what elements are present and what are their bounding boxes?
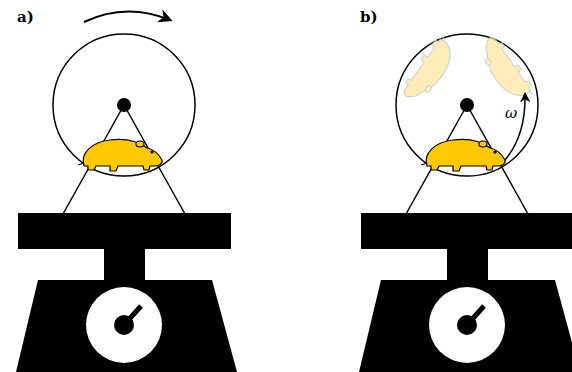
hub xyxy=(117,98,131,112)
needle-pivot xyxy=(457,315,477,335)
scale-platform xyxy=(361,213,572,249)
hub xyxy=(460,98,474,112)
panel-a xyxy=(16,11,237,372)
panel-b xyxy=(359,33,572,372)
rotation-arrow xyxy=(84,11,170,22)
scale-dial xyxy=(86,287,162,363)
hamster xyxy=(78,139,162,171)
wheel xyxy=(396,34,538,176)
scale-base xyxy=(359,280,572,372)
wheel xyxy=(53,34,195,176)
scale-column xyxy=(104,248,145,281)
scale-base xyxy=(16,280,237,372)
scale-column xyxy=(447,248,488,281)
hamster xyxy=(421,139,505,171)
ghost-hamster xyxy=(399,33,462,107)
ghost-hamster xyxy=(474,33,537,107)
panel-label: a) xyxy=(17,10,34,25)
panel-label: b) xyxy=(360,10,378,25)
scale-platform xyxy=(18,213,231,249)
angular-velocity-symbol: ω xyxy=(505,106,517,121)
angular-velocity-arrow xyxy=(505,94,525,160)
scale-dial xyxy=(429,287,505,363)
needle-pivot xyxy=(114,315,134,335)
